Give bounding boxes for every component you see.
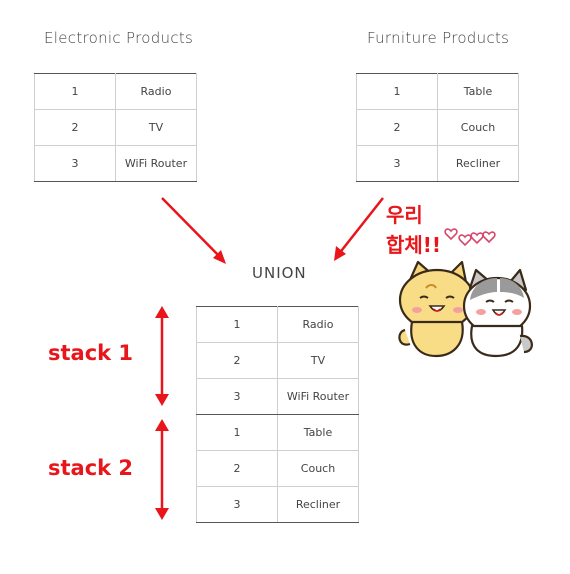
double-arrow-icon [155, 306, 169, 406]
table-cell-id: 2 [196, 450, 278, 487]
korean-caption-line-2: 합체!! [386, 233, 442, 257]
table-cell-name: Recliner [277, 486, 359, 523]
table-cell-name: WiFi Router [115, 145, 197, 182]
table-cell-name: Radio [277, 306, 359, 343]
table-cell-id: 3 [356, 145, 438, 182]
table-cell-name: Recliner [437, 145, 519, 182]
table-cell-id: 2 [196, 342, 278, 379]
heart-icon [444, 228, 496, 247]
table-cell-name: TV [277, 342, 359, 379]
arrow-icon [161, 197, 226, 264]
table-cell-name: Couch [437, 109, 519, 146]
korean-caption: 우리 합체!! [386, 200, 441, 260]
table-row: 2 TV [34, 109, 197, 146]
stack-1-label: stack 1 [48, 341, 134, 365]
table-row: 3 Recliner [356, 145, 519, 182]
table-cell-name: Table [437, 73, 519, 110]
double-arrow-icon [155, 419, 169, 520]
table-row: 1 Radio [34, 73, 197, 110]
table-row: 2 Couch [356, 109, 519, 146]
table-row: 2 TV [196, 342, 359, 379]
furniture-products-table: 1 Table 2 Couch 3 Recliner [356, 73, 519, 182]
table-cell-id: 1 [356, 73, 438, 110]
cats-illustration-icon [398, 260, 533, 358]
electronic-products-table: 1 Radio 2 TV 3 WiFi Router [34, 73, 197, 182]
table-cell-id: 3 [196, 486, 278, 523]
table-row: 1 Radio [196, 306, 359, 343]
table-row: 1 Table [356, 73, 519, 110]
table-cell-id: 1 [196, 306, 278, 343]
table-cell-name: Radio [115, 73, 197, 110]
union-label: UNION [252, 264, 307, 282]
table-row: 3 Recliner [196, 486, 359, 523]
table-row: 3 WiFi Router [34, 145, 197, 182]
korean-caption-line-1: 우리 [386, 203, 423, 227]
table-cell-id: 3 [34, 145, 116, 182]
left-table-title: Electronic Products [44, 29, 194, 47]
union-result-table: 1 Radio 2 TV 3 WiFi Router 1 Table 2 Cou… [196, 306, 359, 523]
stack-2-label: stack 2 [48, 456, 134, 480]
table-row: 3 WiFi Router [196, 378, 359, 415]
right-table-title: Furniture Products [367, 29, 510, 47]
arrow-icon [334, 197, 384, 261]
